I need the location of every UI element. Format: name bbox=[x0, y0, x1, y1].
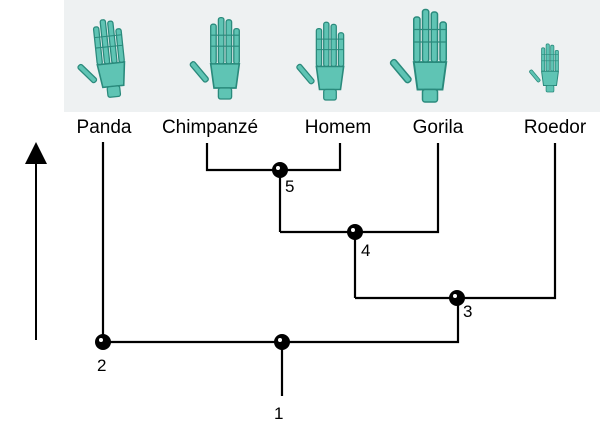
panda-hand-icon bbox=[72, 18, 127, 100]
taxon-label-rodent: Roedor bbox=[524, 117, 586, 139]
taxon-label-panda: Panda bbox=[77, 117, 132, 139]
node-label-2: 2 bbox=[97, 356, 106, 376]
taxon-label-gorilla: Gorila bbox=[413, 117, 464, 139]
node-marker-1 bbox=[274, 334, 290, 350]
node-label-4: 4 bbox=[361, 241, 370, 261]
node-marker-4 bbox=[347, 224, 363, 240]
chimpanzee-hand-icon bbox=[189, 18, 239, 99]
node-label-5: 5 bbox=[285, 177, 294, 197]
tree-branches bbox=[103, 142, 555, 396]
branch-node4 bbox=[280, 143, 438, 232]
node-marker-2 bbox=[95, 334, 111, 350]
node-label-1: 1 bbox=[274, 404, 283, 424]
human-hand-icon bbox=[296, 22, 344, 100]
rodent-hand-icon bbox=[529, 44, 558, 92]
node-marker-5 bbox=[272, 162, 288, 178]
taxon-label-human: Homem bbox=[305, 117, 372, 139]
node-label-3: 3 bbox=[463, 302, 472, 322]
gorilla-hand-icon bbox=[390, 10, 447, 103]
taxon-label-chimpanzee: Chimpanzé bbox=[162, 117, 258, 139]
arrow-up-icon bbox=[25, 142, 47, 340]
branch-node3 bbox=[355, 143, 555, 298]
